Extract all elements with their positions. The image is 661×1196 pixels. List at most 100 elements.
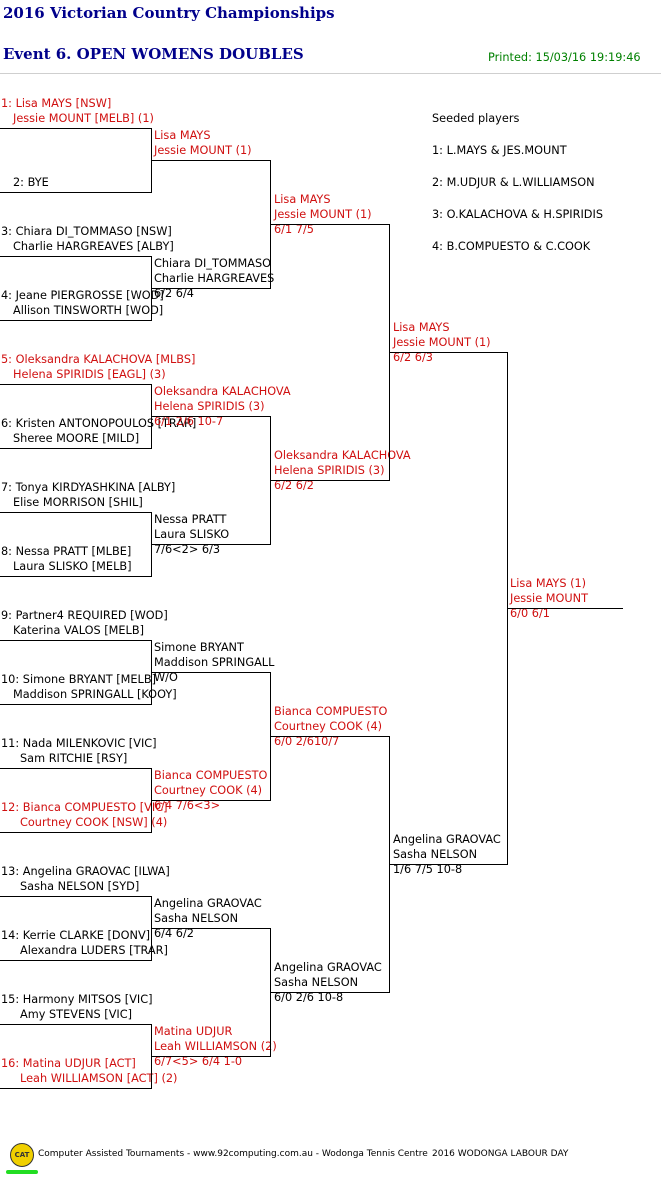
entrant-line-2: Laura SLISKO [MELB]: [13, 560, 132, 573]
entrant-line-1: 11: Nada MILENKOVIC [VIC]: [1, 737, 157, 750]
champion-line-1: Lisa MAYS (1): [510, 577, 587, 590]
bracket-line: [0, 256, 152, 257]
entrant-line-1: 10: Simone BRYANT [MELB]: [1, 673, 157, 686]
winner-line-1: Bianca COMPUESTO: [274, 705, 388, 718]
winner-line-2: Helena SPIRIDIS (3): [154, 400, 265, 413]
bracket-line: [151, 288, 271, 289]
seeded-item: 4: B.COMPUESTO & C.COOK: [432, 240, 591, 253]
entrant-line-2: Katerina VALOS [MELB]: [13, 624, 144, 637]
winner-line-1: Oleksandra KALACHOVA: [274, 449, 411, 462]
entrant-line-1: 7: Tonya KIRDYASHKINA [ALBY]: [1, 481, 176, 494]
winner-line-1: Matina UDJUR: [154, 1025, 233, 1038]
cat-logo-icon: CAT: [10, 1143, 34, 1167]
winner-line-1: Chiara DI_TOMMASO: [154, 257, 272, 270]
bracket-line: [0, 1088, 152, 1089]
match-score: 6/1 2/6 10-7: [154, 415, 224, 428]
entrant-line-1: 12: Bianca COMPUESTO [VIC]: [1, 801, 168, 814]
bracket-line: [151, 1056, 271, 1057]
entrant-line-2: Leah WILLIAMSON [ACT] (2): [20, 1072, 178, 1085]
bracket-line: [507, 608, 623, 609]
bracket-line: [0, 320, 152, 321]
bracket-line: [0, 960, 152, 961]
match-score: 1/6 7/5 10-8: [393, 863, 463, 876]
bracket-line: [151, 160, 271, 161]
seeded-item: 3: O.KALACHOVA & H.SPIRIDIS: [432, 208, 604, 221]
match-score: 6/0 2/6 10-8: [274, 991, 344, 1004]
entrant-line-2: 2: BYE: [13, 176, 49, 189]
winner-line-2: Courtney COOK (4): [274, 720, 383, 733]
winner-line-2: Sasha NELSON: [274, 976, 359, 989]
match-score: 6/0 2/610/7: [274, 735, 340, 748]
winner-line-1: Oleksandra KALACHOVA: [154, 385, 291, 398]
bracket-line: [270, 736, 390, 737]
match-score: 6/7<5> 6/4 1-0: [154, 1055, 243, 1068]
seeded-item: 1: L.MAYS & JES.MOUNT: [432, 144, 567, 157]
bracket-line: [270, 224, 390, 225]
entrant-line-2: Maddison SPRINGALL [KOOY]: [13, 688, 177, 701]
bracket-line: [270, 992, 390, 993]
footer-credit: Computer Assisted Tournaments - www.92co…: [38, 1149, 428, 1159]
winner-line-2: Laura SLISKO: [154, 528, 230, 541]
winner-line-2: Maddison SPRINGALL: [154, 656, 275, 669]
bracket-line: [0, 704, 152, 705]
winner-line-2: Jessie MOUNT (1): [154, 144, 252, 157]
bracket-line: [0, 448, 152, 449]
bracket-line: [0, 832, 152, 833]
winner-line-2: Charlie HARGREAVES: [154, 272, 275, 285]
entrant-line-1: 15: Harmony MITSOS [VIC]: [1, 993, 153, 1006]
winner-line-2: Jessie MOUNT (1): [274, 208, 372, 221]
event-title: Event 6. OPEN WOMENS DOUBLES: [3, 45, 304, 63]
match-score: 6/4 6/2: [154, 927, 194, 940]
entrant-line-2: Sam RITCHIE [RSY]: [20, 752, 128, 765]
bracket-line: [151, 672, 271, 673]
winner-line-1: Lisa MAYS: [274, 193, 331, 206]
seeded-heading: Seeded players: [432, 112, 520, 125]
entrant-line-1: 16: Matina UDJUR [ACT]: [1, 1057, 136, 1070]
final-score: 6/0 6/1: [510, 607, 550, 620]
entrant-line-1: 1: Lisa MAYS [NSW]: [1, 97, 112, 110]
bracket-line: [0, 192, 152, 193]
entrant-line-2: Charlie HARGREAVES [ALBY]: [13, 240, 174, 253]
entrant-line-1: 8: Nessa PRATT [MLBE]: [1, 545, 132, 558]
entrant-line-2: Sheree MOORE [MILD]: [13, 432, 140, 445]
winner-line-1: Nessa PRATT: [154, 513, 227, 526]
winner-line-2: Leah WILLIAMSON (2): [154, 1040, 277, 1053]
bracket-line: [0, 896, 152, 897]
bracket-line: [270, 480, 390, 481]
entrant-line-1: 4: Jeane PIERGROSSE [WOD]: [1, 289, 164, 302]
bracket-line: [151, 544, 271, 545]
bracket-line: [151, 416, 271, 417]
entrant-line-1: 13: Angelina GRAOVAC [ILWA]: [1, 865, 170, 878]
winner-line-2: Sasha NELSON: [154, 912, 239, 925]
tournament-title: 2016 Victorian Country Championships: [3, 4, 335, 22]
match-score: 6/2 6/4: [154, 287, 194, 300]
bracket-line: [151, 800, 271, 801]
header-divider: [0, 73, 661, 74]
bracket-line: [0, 576, 152, 577]
winner-line-1: Angelina GRAOVAC: [154, 897, 262, 910]
winner-line-1: Angelina GRAOVAC: [393, 833, 501, 846]
champion-line-2: Jessie MOUNT: [510, 592, 588, 605]
winner-line-2: Sasha NELSON: [393, 848, 478, 861]
entrant-line-2: Allison TINSWORTH [WOD]: [13, 304, 164, 317]
bracket-line: [151, 928, 271, 929]
entrant-line-2: Amy STEVENS [VIC]: [20, 1008, 133, 1021]
entrant-line-1: 14: Kerrie CLARKE [DONV]: [1, 929, 151, 942]
bracket-line: [0, 640, 152, 641]
printed-timestamp: Printed: 15/03/16 19:19:46: [488, 51, 641, 64]
winner-line-2: Jessie MOUNT (1): [393, 336, 491, 349]
logo-underline: [6, 1170, 38, 1174]
match-score: 6/4 7/6<3>: [154, 799, 221, 812]
entrant-line-1: 5: Oleksandra KALACHOVA [MLBS]: [1, 353, 196, 366]
entrant-line-2: Helena SPIRIDIS [EAGL] (3): [13, 368, 166, 381]
winner-line-1: Lisa MAYS: [393, 321, 450, 334]
match-score: 6/2 6/3: [393, 351, 433, 364]
winner-line-2: Courtney COOK (4): [154, 784, 263, 797]
winner-line-1: Bianca COMPUESTO: [154, 769, 268, 782]
entrant-line-2: Alexandra LUDERS [TRAR]: [20, 944, 168, 957]
entrant-line-1: 6: Kristen ANTONOPOULOS [TRAR]: [1, 417, 197, 430]
bracket-line: [0, 1024, 152, 1025]
match-score: 7/6<2> 6/3: [154, 543, 221, 556]
winner-line-2: Helena SPIRIDIS (3): [274, 464, 385, 477]
footer-event: 2016 WODONGA LABOUR DAY: [432, 1149, 569, 1159]
